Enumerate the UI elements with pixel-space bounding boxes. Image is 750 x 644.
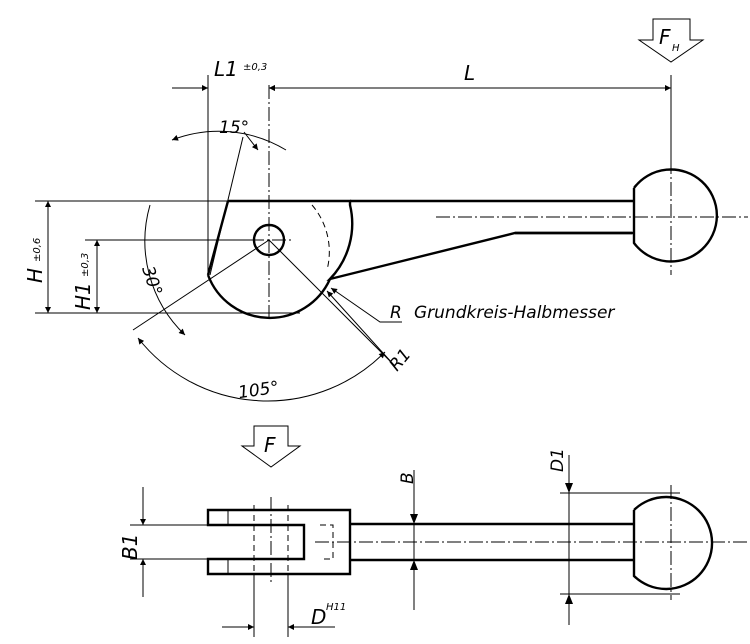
dim-h-tolerance: ±0,6 xyxy=(32,238,43,262)
dim-b-label: B xyxy=(398,472,418,484)
dim-h1-tolerance: ±0,3 xyxy=(80,253,91,277)
dim-l1-label: L1 xyxy=(214,57,238,81)
dim-h-label: H xyxy=(23,268,47,283)
angle-105-arc xyxy=(137,337,386,402)
angle-105-label: 105° xyxy=(237,378,280,404)
angle-15-leader xyxy=(209,136,244,276)
angle-15-label: 15° xyxy=(219,118,249,138)
hidden-arc xyxy=(311,204,330,271)
dim-b-arrow-bottom xyxy=(410,560,418,570)
bottom-view: F B1 B D1 xyxy=(118,425,748,637)
dim-h1-label: H1 xyxy=(71,282,95,310)
ball-knob xyxy=(632,168,718,263)
dim-b-arrow-top xyxy=(410,514,418,524)
dim-d1-arrow-top xyxy=(565,483,573,493)
force-fh-label: F xyxy=(659,25,671,49)
angle-15-arc xyxy=(171,130,287,151)
dim-r1-line xyxy=(326,290,394,365)
r-leader xyxy=(330,287,402,323)
force-f-arrow xyxy=(240,425,302,468)
dim-d1-arrow-bottom xyxy=(565,594,573,604)
angle-30-arc xyxy=(144,204,186,336)
radial-line-30 xyxy=(132,239,270,331)
dim-l1-tolerance: ±0,3 xyxy=(243,62,267,73)
force-fh-arrow xyxy=(637,18,705,63)
dim-b1-label: B1 xyxy=(118,534,142,560)
dim-d1-label: D1 xyxy=(548,448,568,472)
ball-knob-bottom xyxy=(632,495,714,591)
dim-r1-label: R1 xyxy=(386,345,416,375)
r-label: R xyxy=(390,303,402,323)
angle-30-label: 30° xyxy=(137,264,165,299)
dim-d-label: D xyxy=(311,605,326,629)
force-fh-subscript: H xyxy=(672,43,680,54)
lever-outline xyxy=(206,199,632,320)
top-view: L1 ±0,3 L F H 15° 30° 105° H ±0,6 H1 ±0,… xyxy=(23,18,748,404)
radial-line-r1 xyxy=(268,239,396,367)
dim-d-tolerance: H11 xyxy=(326,602,346,613)
dim-l-label: L xyxy=(464,61,475,85)
r-description: Grundkreis-Halbmesser xyxy=(414,303,615,323)
angle-15-extension xyxy=(243,131,259,151)
force-f-label: F xyxy=(264,433,276,457)
